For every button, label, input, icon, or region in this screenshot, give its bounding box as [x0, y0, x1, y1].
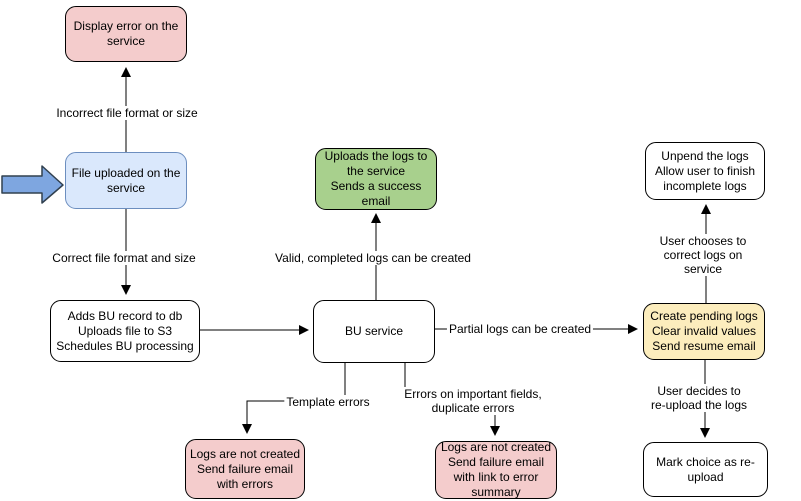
- node-unpend-logs: Unpend the logs Allow user to finish inc…: [645, 142, 765, 200]
- edge-label-correct-format: Correct file format and size: [50, 251, 198, 265]
- node-bu-service: BU service: [313, 300, 435, 363]
- node-adds-bu-record-label: Adds BU record to db Uploads file to S3 …: [56, 308, 194, 353]
- node-mark-reupload-label: Mark choice as re- upload: [656, 454, 755, 484]
- node-adds-bu-record: Adds BU record to db Uploads file to S3 …: [50, 300, 200, 362]
- node-file-uploaded-label: File uploaded on the service: [71, 165, 181, 195]
- edge-label-partial-logs: Partial logs can be created: [446, 322, 594, 336]
- node-unpend-logs-label: Unpend the logs Allow user to finish inc…: [654, 148, 756, 193]
- edge-label-field-errors: Errors on important fields, duplicate er…: [402, 387, 544, 415]
- node-uploads-logs-success: Uploads the logs to the service Sends a …: [315, 148, 437, 210]
- edge-label-valid-completed: Valid, completed logs can be created: [273, 251, 473, 265]
- node-logs-not-created-summary-label: Logs are not created Send failure email …: [440, 440, 552, 499]
- node-mark-reupload: Mark choice as re- upload: [643, 442, 768, 497]
- node-create-pending-logs-label: Create pending logs Clear invalid values…: [650, 309, 758, 353]
- node-logs-not-created-errors-label: Logs are not created Send failure email …: [189, 446, 301, 491]
- node-file-uploaded: File uploaded on the service: [65, 152, 187, 209]
- edge-label-incorrect-format: Incorrect file format or size: [54, 106, 200, 120]
- edge-label-user-corrects: User chooses to correct logs on service: [654, 234, 752, 276]
- node-display-error-label: Display error on the service: [73, 19, 179, 48]
- node-logs-not-created-summary: Logs are not created Send failure email …: [435, 440, 557, 499]
- node-bu-service-label: BU service: [344, 324, 403, 338]
- node-create-pending-logs: Create pending logs Clear invalid values…: [643, 303, 765, 360]
- edge-label-user-reuploads: User decides to re-upload the logs: [648, 384, 750, 412]
- node-uploads-logs-success-label: Uploads the logs to the service Sends a …: [324, 149, 428, 208]
- node-display-error: Display error on the service: [65, 6, 187, 62]
- node-logs-not-created-errors: Logs are not created Send failure email …: [185, 439, 305, 499]
- edge-label-template-errors: Template errors: [284, 395, 372, 409]
- entry-arrow-icon: [1, 165, 64, 204]
